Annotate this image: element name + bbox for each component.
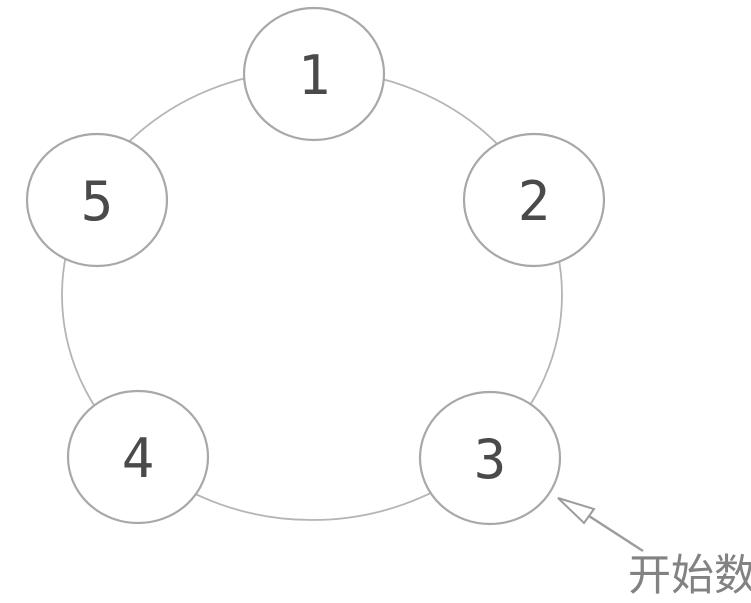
node-1: 1 <box>242 6 386 142</box>
node-5: 5 <box>25 132 169 268</box>
node-4-circle <box>66 389 210 525</box>
node-3-circle <box>418 390 562 526</box>
node-3-label: 3 <box>474 428 507 491</box>
node-1-circle <box>242 6 386 142</box>
node-4-label: 4 <box>122 427 155 490</box>
node-4: 4 <box>66 389 210 525</box>
node-3: 3 <box>418 390 562 526</box>
start-label: 开始数 <box>628 552 751 600</box>
start-arrow <box>557 497 644 553</box>
node-5-circle <box>25 132 169 268</box>
start-arrow-shaft <box>588 514 644 553</box>
node-2-circle <box>462 132 606 268</box>
node-2: 2 <box>462 132 606 268</box>
node-5-label: 5 <box>81 170 114 233</box>
node-2-label: 2 <box>518 170 551 233</box>
node-1-label: 1 <box>298 44 331 107</box>
start-arrow-head <box>557 497 596 525</box>
